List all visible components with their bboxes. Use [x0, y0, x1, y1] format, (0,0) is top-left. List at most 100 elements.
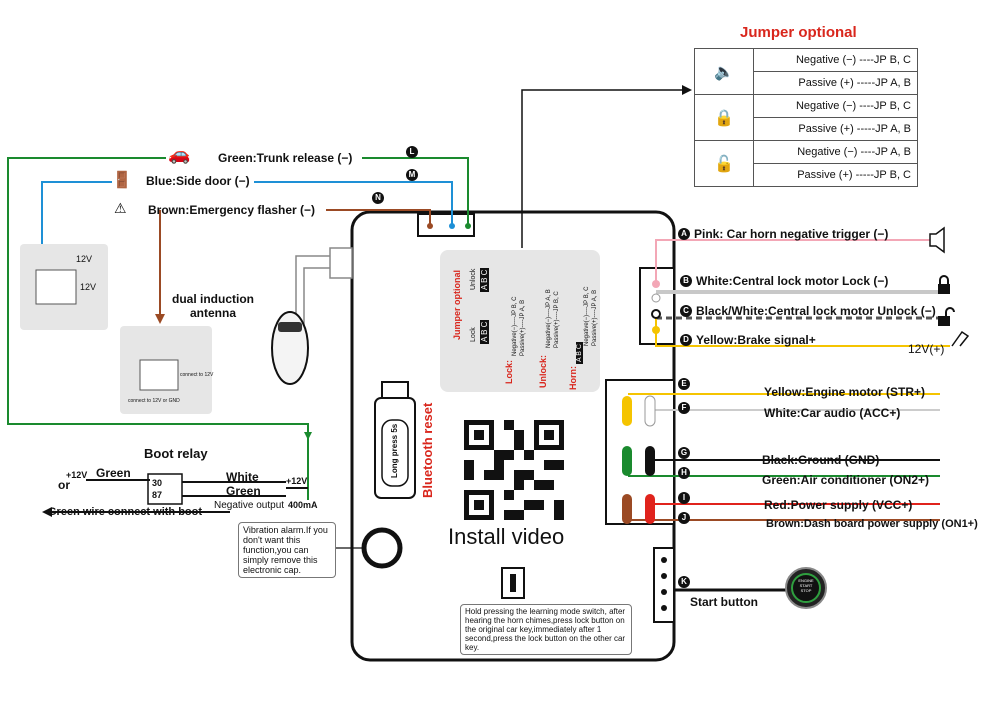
badge-F: F [678, 402, 690, 414]
boot-relay-title: Boot relay [144, 446, 208, 461]
pin-bw [651, 309, 661, 319]
top-connector [417, 213, 475, 237]
bluetooth-reset-button [381, 419, 409, 487]
label-flasher: Brown:Emergency flasher (−) [148, 203, 316, 217]
learning-note: Hold pressing the learning mode switch, … [460, 604, 632, 655]
start-button-text: ENGINE START STOP [794, 578, 818, 593]
inner-unlock-label: Unlock: [538, 354, 548, 388]
label-K: Start button [690, 595, 758, 609]
start-pin-1 [661, 557, 667, 563]
badge-D: D [680, 334, 692, 346]
wire-brown-flasher [326, 209, 431, 224]
boot-green-label: Green [96, 466, 131, 480]
long-press-label: Long press 5s [390, 423, 399, 478]
install-video-label: Install video [448, 524, 565, 549]
relay-flasher-inner [139, 359, 179, 391]
pin-green [465, 223, 471, 229]
relay1-12v-top: 12V [76, 254, 93, 264]
label-G: Black:Ground (GND) [762, 453, 880, 467]
boot-green2-label: Green [226, 484, 261, 498]
relay-door-inner [35, 269, 77, 305]
connector-start [653, 547, 675, 623]
label-D-voltage: 12V(+) [908, 342, 945, 356]
pin-yellow [652, 326, 660, 334]
wire-green-trunk [362, 157, 469, 224]
lock-icon: 🔒 [694, 94, 754, 141]
label-trunk: Green:Trunk release (−) [218, 151, 353, 165]
unlock-icon: 🔓 [694, 140, 754, 187]
badge-E: E [678, 378, 690, 390]
arrow-green-down [304, 432, 312, 440]
inner-jumper-title: Jumper optional [452, 269, 462, 340]
wire-blue-relay [41, 181, 112, 250]
inner-lock-label: Lock: [504, 359, 514, 384]
bluetooth-reset-plug [381, 381, 409, 399]
start-pin-2 [661, 573, 667, 579]
jumper-cell: Negative (−) ----JP B, C [753, 48, 918, 72]
wire-blue-door [254, 181, 453, 224]
antenna-wire-2 [303, 267, 330, 330]
badge-I: I [678, 492, 690, 504]
jumper-row-unlock-1: 🔓 Negative (−) ----JP A, B [694, 140, 918, 187]
badge-K: K [678, 576, 690, 588]
start-button-line2: START [799, 583, 813, 588]
jumper-row-lock-1: 🔒 Negative (−) ----JP B, C [694, 94, 918, 141]
badge-L: L [406, 146, 418, 158]
pin-brown [427, 223, 433, 229]
jumper-cell: Negative (−) ----JP B, C [753, 94, 918, 118]
label-side-door: Blue:Side door (−) [146, 174, 250, 188]
brake-pedal-icon [951, 330, 970, 347]
learning-switch-knob [510, 574, 516, 592]
badge-H: H [678, 467, 690, 479]
inner-horn-pos: Passive(+)----JP A, B [592, 289, 598, 346]
label-B: White:Central lock motor Lock (−) [696, 274, 889, 288]
flasher-icon: ⚠ [114, 200, 127, 216]
trunk-car-icon: 🚗 [168, 144, 191, 164]
plug-red [645, 494, 655, 524]
label-D: Yellow:Brake signal+ [696, 333, 816, 347]
car-windshield [278, 322, 302, 332]
boot-or-label: or [58, 478, 70, 492]
boot-pin30: 30 [152, 478, 163, 488]
inner-horn-neg: Negative(−)----JP B, C [584, 286, 590, 346]
start-button-line3: STOP [800, 588, 812, 593]
plug-brown [622, 494, 632, 524]
bluetooth-reset-label: Bluetooth reset [420, 402, 435, 498]
inner-unlock-pos: Passive(+)----JP B, C [554, 291, 560, 348]
inner-abc-2: A B C [480, 319, 489, 344]
antenna-wire-1 [295, 255, 330, 330]
inner-unlock: Unlock [470, 268, 477, 290]
inner-lock-pos: Passive(+)----JP A, B [520, 299, 526, 356]
unlock-icon-right [938, 316, 950, 326]
label-antenna: dual induction antenna [172, 292, 254, 320]
start-pin-4 [661, 605, 667, 611]
jumper-cell: Negative (−) ----JP A, B [753, 140, 918, 164]
label-E: Yellow:Engine motor (STR+) [764, 385, 926, 399]
inner-horn-label: Horn: [568, 366, 578, 390]
inner-horn-abc: A B C [576, 342, 583, 364]
wire-jumper-pointer [521, 89, 684, 248]
inner-lock: Lock [470, 327, 477, 342]
vibration-cap [361, 527, 403, 569]
boot-12v-small: +12V [66, 470, 88, 480]
plug-green [622, 446, 632, 476]
badge-J: J [678, 512, 690, 524]
label-I: Red:Power supply (VCC+) [764, 498, 913, 512]
speaker-icon: 🔈 [694, 48, 754, 95]
boot-pin87: 87 [152, 490, 163, 500]
badge-A: A [678, 228, 690, 240]
jumper-row-horn-1: 🔈 Negative (−) ----JP B, C [694, 48, 918, 95]
boot-connect-label: Green wire connect with boot [48, 506, 203, 518]
badge-B: B [680, 275, 692, 287]
inner-unlock-neg: Negative(−)----JP A, B [546, 289, 552, 348]
start-button-line1: ENGINE [798, 578, 814, 583]
boot-12v-right: +12V [286, 476, 308, 486]
plug-black [645, 446, 655, 476]
badge-C: C [680, 305, 692, 317]
connector-power [605, 379, 675, 525]
lock-shackle [939, 275, 949, 284]
boot-neg-output: Negative output [214, 500, 285, 511]
wire-pink-horn [655, 239, 930, 282]
plug-yellow [622, 396, 632, 426]
jumper-table: 🔈 Negative (−) ----JP B, C Passive (+) -… [694, 48, 918, 187]
